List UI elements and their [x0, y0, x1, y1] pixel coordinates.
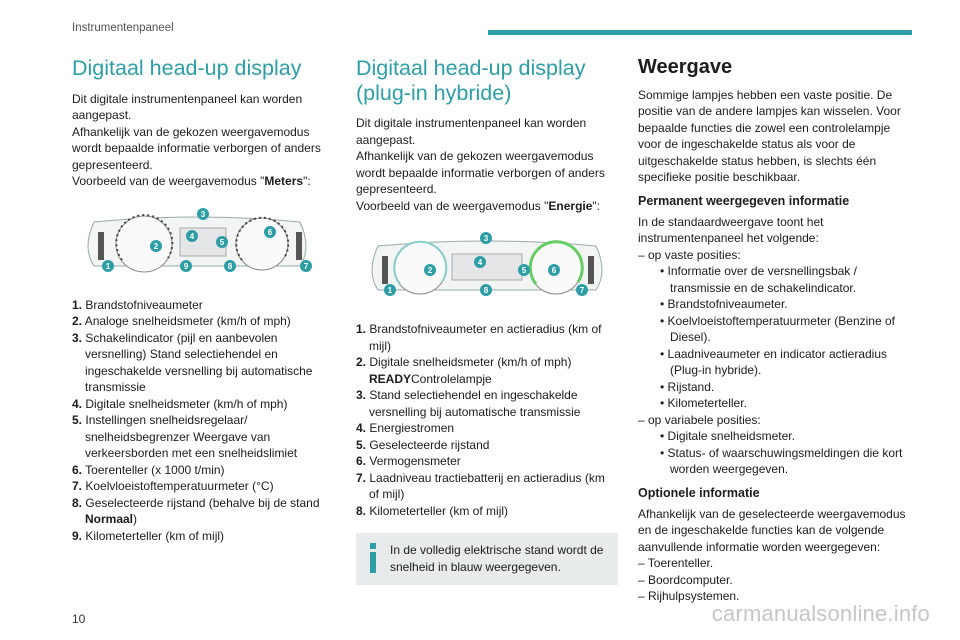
intro-line: Afhankelijk van de gekozen weergavemodus… — [356, 149, 605, 196]
svg-text:5: 5 — [220, 238, 225, 247]
callout-8 — [480, 284, 492, 296]
list-item: 2. Digitale snelheidsmeter (km/h of mph)… — [356, 355, 572, 386]
svg-text:6: 6 — [268, 228, 273, 237]
list-item: – Boordcomputer. — [638, 572, 733, 587]
svg-text:1: 1 — [388, 286, 393, 295]
list-item: 6. Vermogensmeter — [356, 454, 461, 468]
info-icon — [370, 543, 376, 573]
callout-7 — [576, 284, 588, 296]
note-text: In de volledig elektrische stand wordt d… — [390, 543, 604, 574]
list-item: 2. Analoge snelheidsmeter (km/h of mph) — [72, 314, 291, 328]
callout-5 — [518, 264, 530, 276]
running-header: Instrumentenpaneel — [72, 22, 174, 34]
list-item: 8. Kilometerteller (km of mijl) — [356, 503, 509, 518]
list-item: – Toerenteller. — [638, 556, 714, 571]
callout-8 — [224, 259, 236, 272]
list-item: • Koelvloeistoftemperatuurmeter (Benzine… — [660, 313, 895, 345]
svg-text:2: 2 — [428, 266, 433, 275]
callout-6 — [548, 264, 560, 276]
list-label: – op variabele posities: — [638, 412, 761, 427]
mode-name: Energie — [548, 198, 593, 213]
callout-3 — [197, 207, 209, 220]
svg-text:4: 4 — [190, 232, 195, 241]
list-item: 1. Brandstofniveaumeter — [72, 297, 203, 312]
callout-5 — [216, 235, 228, 248]
header-rule — [488, 30, 912, 35]
svg-text:3: 3 — [201, 210, 206, 219]
intro: Dit digitale instrumentenpaneel kan word… — [356, 115, 618, 214]
svg-text:7: 7 — [580, 286, 585, 295]
column-head-up-display: Digitaal head-up display Dit digitale in… — [72, 56, 322, 544]
page-number: 10 — [72, 612, 86, 626]
section-title: Digitaal head-up display (plug-in hybrid… — [356, 56, 586, 105]
list-item: 5. Instellingen snelheidsregelaar/ snelh… — [72, 413, 298, 460]
intro-line: Voorbeeld van de weergavemodus "Energie"… — [356, 198, 600, 213]
subheading-permanent: Permanent weergegeven informatie — [638, 193, 850, 208]
list-item: 6. Toerenteller (x 1000 t/min) — [72, 462, 225, 477]
section-title: Weergave — [638, 56, 733, 78]
list-item: 4. Digitale snelheidsmeter (km/h of mph) — [72, 396, 288, 411]
instrument-panel-illustration-energy: 1 2 3 4 5 6 7 8 — [371, 232, 603, 296]
svg-text:5: 5 — [522, 266, 527, 275]
paragraph: Afhankelijk van de geselecteerde weergav… — [638, 506, 906, 554]
list-item: • Status- of waarschuwingsmeldingen die … — [660, 445, 903, 477]
section-title: Digitaal head-up display — [72, 56, 302, 80]
mode-name: Meters — [264, 174, 304, 188]
svg-text:1: 1 — [106, 262, 111, 271]
intro-line: Afhankelijk van de gekozen weergavemodus… — [72, 124, 321, 172]
subheading-optional: Optionele informatie — [638, 485, 760, 500]
list-item: • Digitale snelheidsmeter. — [660, 429, 795, 444]
list-item: • Laadniveaumeter en indicator actieradi… — [660, 346, 888, 378]
list-item: • Rijstand. — [660, 379, 715, 394]
paragraph: In de standaardweergave toont het instru… — [638, 214, 824, 246]
watermark: carmanualsonline.info — [711, 601, 930, 626]
svg-text:8: 8 — [484, 286, 489, 295]
legend-list: 1. Brandstofniveaumeter 2. Analoge snelh… — [72, 297, 322, 545]
list-item: – Rijhulpsystemen. — [638, 589, 740, 604]
callout-2 — [424, 264, 436, 276]
callout-6 — [264, 225, 276, 238]
svg-text:9: 9 — [184, 262, 189, 271]
callout-1 — [384, 284, 396, 296]
callout-4 — [186, 229, 198, 242]
svg-text:4: 4 — [478, 258, 483, 267]
column-head-up-display-hybrid: Digitaal head-up display (plug-in hybrid… — [356, 56, 618, 585]
list-label: – op vaste posities: — [638, 247, 741, 262]
list-item: • Kilometerteller. — [660, 396, 747, 411]
legend-list: 1. Brandstofniveaumeter en actieradius (… — [356, 321, 618, 519]
list-item: 4. Energiestromen — [356, 421, 455, 435]
intro-line: Dit digitale instrumentenpaneel kan word… — [356, 116, 587, 147]
list-item: 8. Geselecteerde rijstand (behalve bij d… — [72, 495, 320, 527]
list-item: 7. Laadniveau tractiebatterij en actiera… — [356, 470, 605, 502]
intro: Sommige lampjes hebben een vaste positie… — [638, 87, 901, 185]
list-item: 5. Geselecteerde rijstand — [356, 437, 490, 452]
callout-7 — [300, 259, 312, 272]
callout-9 — [180, 259, 192, 272]
list-item: • Informatie over de versnellingsbak / t… — [660, 264, 857, 295]
svg-text:2: 2 — [154, 242, 159, 251]
list-item: 9. Kilometerteller (km of mijl) — [72, 528, 225, 543]
svg-text:7: 7 — [304, 262, 309, 271]
list-item: 7. Koelvloeistoftemperatuurmeter (°C) — [72, 479, 274, 493]
list-item: • Brandstofniveaumeter. — [660, 297, 788, 312]
column-display: Weergave Sommige lampjes hebben een vast… — [638, 56, 912, 605]
intro: Dit digitale instrumentenpaneel kan word… — [72, 91, 322, 190]
callout-2 — [150, 239, 162, 252]
info-note: In de volledig elektrische stand wordt d… — [356, 533, 618, 585]
intro-line: Dit digitale instrumentenpaneel kan word… — [72, 91, 303, 123]
list-item: 1. Brandstofniveaumeter en actieradius (… — [356, 322, 602, 353]
instrument-panel-illustration-meters: 1 2 3 4 5 6 7 8 9 — [87, 207, 312, 272]
callout-4 — [474, 256, 486, 268]
svg-text:8: 8 — [228, 262, 233, 271]
callout-3 — [480, 232, 492, 244]
svg-text:6: 6 — [552, 266, 557, 275]
callout-1 — [102, 259, 114, 272]
intro-line: Voorbeeld van de weergavemodus "Meters": — [72, 174, 311, 188]
list-item: 3. Stand selectiehendel en ingeschakelde… — [356, 388, 581, 419]
svg-text:3: 3 — [484, 234, 489, 243]
list-item: 3. Schakelindicator (pijl en aanbevolen … — [72, 330, 313, 395]
